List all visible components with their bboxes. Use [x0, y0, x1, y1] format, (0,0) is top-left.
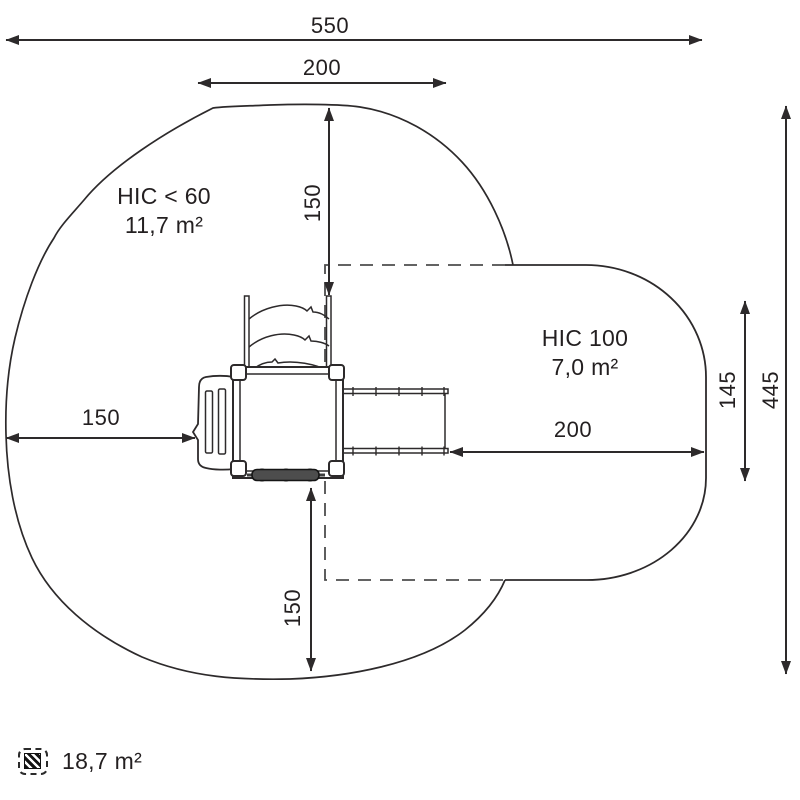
hic60-zone-area: 11,7 m² [124, 212, 204, 238]
hic100-dashed-boundary [324, 264, 505, 581]
legend-area-value: 18,7 m² [62, 748, 143, 774]
hatched-area-icon [18, 748, 48, 775]
hic60-zone-title: HIC < 60 [117, 183, 211, 209]
access-ramp [339, 387, 449, 456]
dim-200-right-label: 200 [553, 417, 593, 442]
legend-total-area: 18,7 m² [18, 748, 142, 775]
dim-150-left-label: 150 [81, 405, 121, 430]
hic100-solid-boundary [505, 264, 707, 581]
dim-150-upper-label: 150 [300, 183, 325, 223]
hatch-fill [24, 753, 41, 769]
dimension-arrows [5, 35, 791, 675]
dim-550-label: 550 [310, 13, 350, 38]
platform [230, 364, 345, 479]
slide-top-view [191, 374, 235, 471]
dim-150-lower-label: 150 [280, 588, 305, 628]
dim-145-label: 145 [715, 370, 740, 410]
hic60-blob-outline [4, 103, 514, 681]
playground-equipment [191, 295, 449, 482]
climbing-wall [243, 295, 332, 376]
hic60-zone-label: HIC < 60 11,7 m² [117, 182, 211, 240]
hic100-zone-title: HIC 100 [541, 325, 629, 351]
hic100-zone-label: HIC 100 7,0 m² [542, 324, 628, 382]
hic100-zone-area: 7,0 m² [551, 354, 619, 380]
dim-200-top-label: 200 [302, 55, 342, 80]
dim-445-label: 445 [758, 370, 783, 410]
climbing-bar [247, 468, 325, 482]
